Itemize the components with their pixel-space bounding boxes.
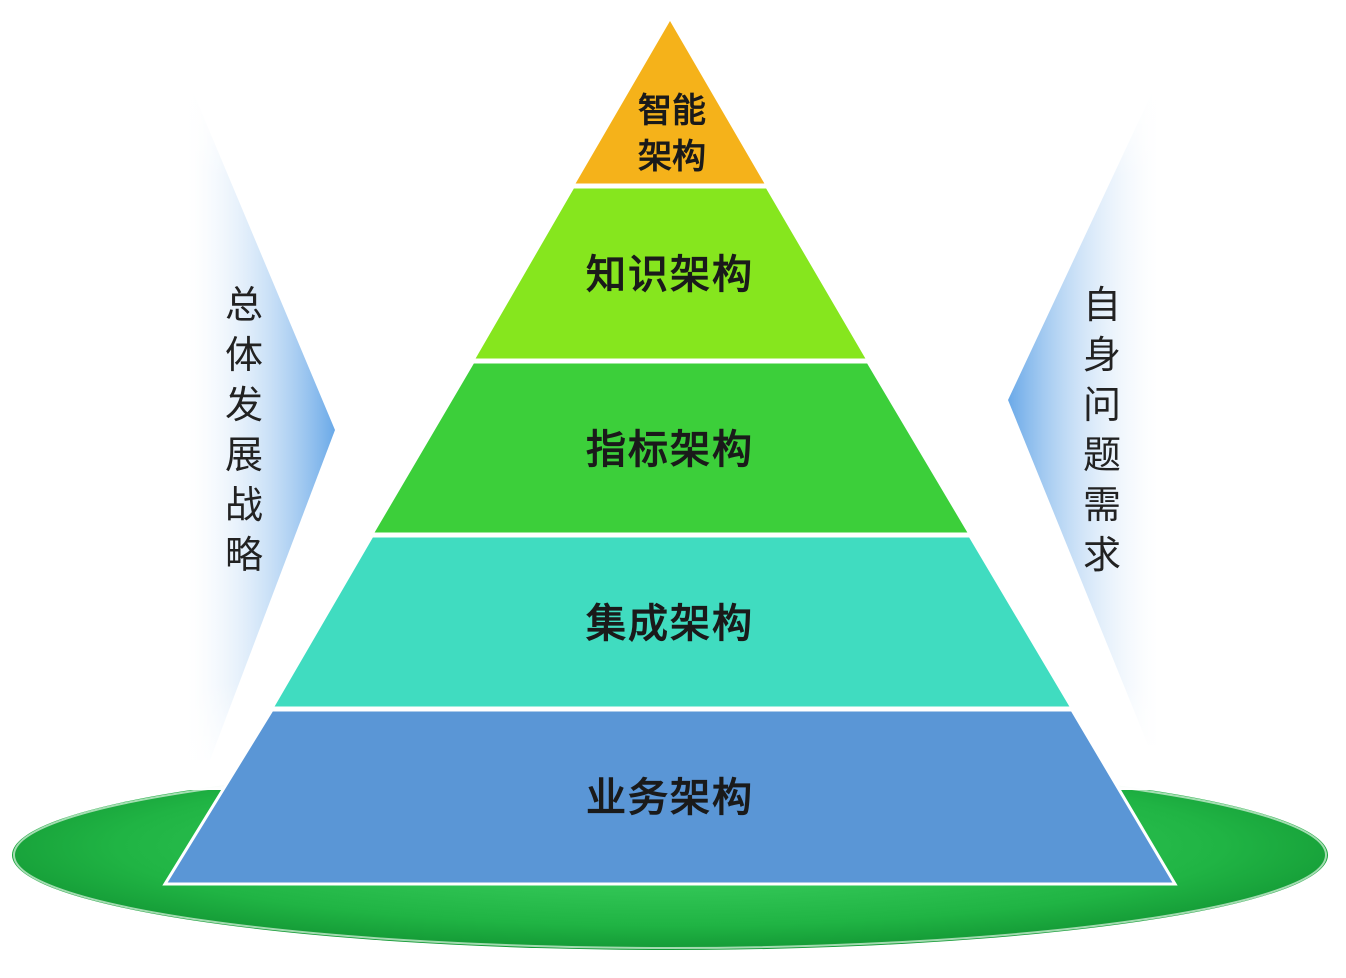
right-arrow: [1000, 70, 1166, 790]
right-arrow-label: 自 身 问 题 需 求: [1083, 283, 1121, 577]
right-label-char: 问: [1083, 383, 1121, 427]
pyramid-layer-metrics: [369, 360, 973, 536]
left-arrow-label: 总 体 发 展 战 略: [225, 283, 263, 577]
apex-label-line-2: 架构: [638, 137, 706, 177]
layer-label-business: 业务架构: [586, 775, 754, 821]
left-label-char: 体: [225, 333, 263, 377]
right-label-char: 题: [1083, 433, 1121, 477]
left-label-char: 发: [225, 383, 263, 427]
left-label-char: 战: [225, 483, 263, 527]
right-label-char: 自: [1083, 283, 1121, 327]
left-label-char: 略: [225, 533, 263, 577]
right-label-char: 求: [1083, 533, 1121, 577]
left-arrow: [180, 70, 340, 790]
pyramid-apex-layer: [570, 15, 770, 187]
left-label-char: 总: [225, 283, 263, 327]
layer-label-knowledge: 知识架构: [586, 252, 754, 298]
left-label-char: 展: [225, 433, 263, 477]
layer-label-metrics: 指标架构: [586, 427, 754, 473]
pyramid-layer-business: [162, 708, 1178, 886]
right-label-char: 身: [1083, 333, 1121, 377]
apex-label-line-1: 智能: [638, 91, 706, 131]
layer-label-integration: 集成架构: [585, 601, 754, 647]
right-label-char: 需: [1083, 483, 1121, 527]
pyramid-layer-integration: [269, 534, 1075, 710]
pyramid-layer-knowledge: [470, 185, 871, 362]
